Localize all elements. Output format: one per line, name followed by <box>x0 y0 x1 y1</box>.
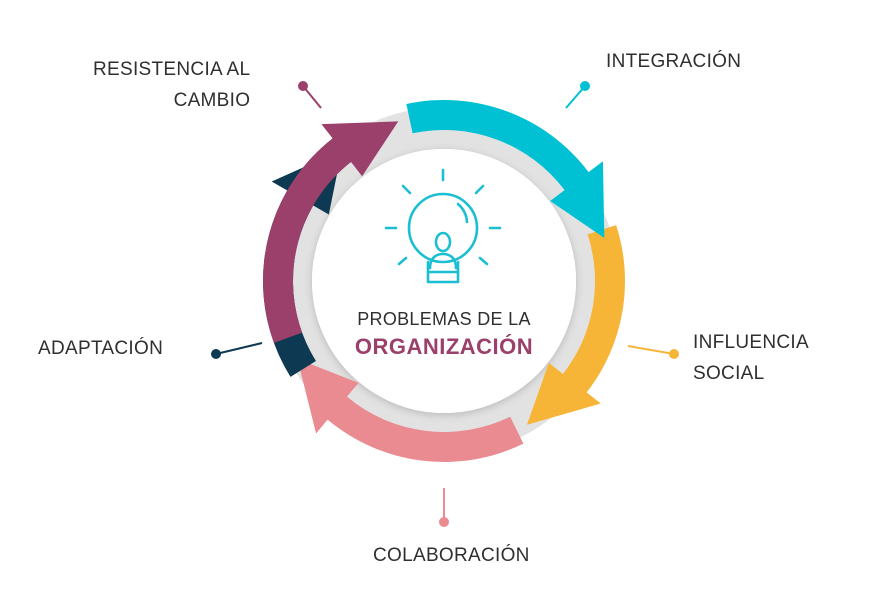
label-colaboracion: COLABORACIÓN <box>373 545 530 566</box>
connectors <box>211 81 679 527</box>
connector-dot <box>669 349 679 359</box>
label-adaptacion: ADAPTACIÓN <box>38 338 164 359</box>
connector-resistencia <box>298 81 322 109</box>
connector-colaboracion <box>439 488 449 527</box>
center-title-line2: ORGANIZACIÓN <box>354 334 534 359</box>
arrow-resistencia <box>263 121 399 343</box>
connector-dot <box>580 81 590 91</box>
connector-adaptacion <box>211 342 263 359</box>
connector-integracion <box>565 81 590 109</box>
cycle-arrows <box>263 100 625 462</box>
connector-influencia <box>627 345 679 359</box>
center-title-line1: PROBLEMAS DE LA <box>357 309 531 329</box>
lightbulb-person-icon <box>384 168 502 284</box>
arrow-influencia <box>527 225 625 425</box>
connector-dot <box>298 81 308 91</box>
connector-dot <box>211 349 221 359</box>
arrow-colaboracion <box>297 358 524 462</box>
connector-dot <box>439 517 449 527</box>
arrow-integracion <box>406 100 605 239</box>
label-integracion: INTEGRACIÓN <box>606 51 742 72</box>
